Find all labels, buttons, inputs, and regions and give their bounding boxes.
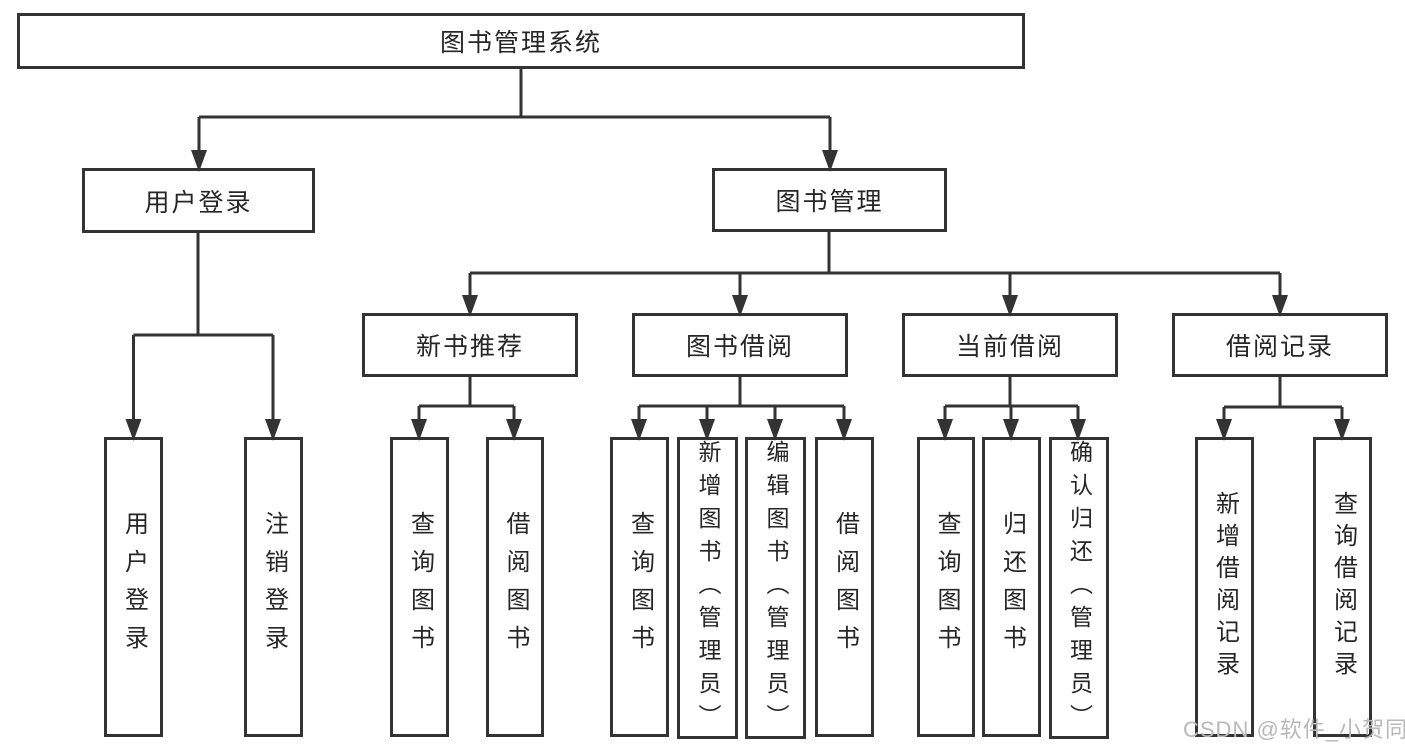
leaf-logout: 注销登录	[244, 437, 303, 737]
leaf-confirm-return-admin: 确认归还（管理员）	[1049, 437, 1109, 739]
edge-book-management-to-level3	[468, 232, 1282, 308]
edge-current-borrow-to-leaves	[943, 377, 1080, 432]
leaf-user-login-label: 用户登录	[120, 511, 148, 663]
leaf-return-books-label: 归还图书	[998, 511, 1026, 663]
leaf-query-books-2: 查询图书	[610, 437, 669, 737]
node-root: 图书管理系统	[17, 13, 1025, 69]
leaf-query-books-2-label: 查询图书	[626, 511, 654, 663]
leaf-edit-books-admin-label: 编辑图书（管理员）	[763, 439, 789, 737]
leaf-edit-books-admin: 编辑图书（管理员）	[745, 437, 806, 739]
leaf-return-books: 归还图书	[982, 437, 1041, 737]
node-user-login-label: 用户登录	[144, 188, 253, 217]
node-user-login: 用户登录	[82, 168, 315, 233]
leaf-add-borrow-record: 新增借阅记录	[1195, 437, 1254, 737]
node-book-management-label: 图书管理	[775, 188, 884, 216]
leaf-logout-label: 注销登录	[260, 511, 288, 663]
node-current-borrow-label: 当前借阅	[955, 333, 1064, 361]
leaf-query-borrow-record: 查询借阅记录	[1313, 437, 1372, 737]
leaf-query-books-1: 查询图书	[390, 437, 449, 737]
leaf-query-borrow-record-label: 查询借阅记录	[1329, 491, 1357, 683]
leaf-query-books-3-label: 查询图书	[933, 511, 960, 663]
watermark: CSDN @软件_小贺同学	[1183, 717, 1405, 742]
edge-root-to-level2	[197, 68, 832, 162]
leaf-query-books-3: 查询图书	[917, 437, 975, 737]
edge-new-book-recommend-to-leaves	[417, 377, 516, 432]
edge-borrow-records-to-leaves	[1222, 377, 1344, 432]
node-book-management: 图书管理	[712, 168, 947, 232]
leaf-user-login: 用户登录	[104, 437, 163, 737]
node-borrow-records-label: 借阅记录	[1225, 333, 1334, 361]
node-borrow-records: 借阅记录	[1172, 313, 1388, 377]
leaf-add-books-admin-label: 新增图书（管理员）	[695, 439, 721, 737]
node-new-book-recommend: 新书推荐	[362, 313, 578, 377]
leaf-confirm-return-admin-label: 确认归还（管理员）	[1066, 439, 1093, 737]
edge-book-borrow-to-leaves	[637, 377, 846, 432]
node-book-borrow-label: 图书借阅	[685, 333, 794, 361]
node-root-label: 图书管理系统	[439, 29, 602, 57]
node-book-borrow: 图书借阅	[632, 313, 848, 377]
leaf-borrow-books-2: 借阅图书	[815, 437, 874, 737]
node-current-borrow: 当前借阅	[902, 313, 1118, 377]
leaf-add-books-admin: 新增图书（管理员）	[677, 437, 738, 739]
leaf-query-books-1-label: 查询图书	[406, 511, 434, 663]
leaf-borrow-books-1-label: 借阅图书	[502, 511, 529, 663]
node-new-book-recommend-label: 新书推荐	[415, 333, 524, 361]
leaf-borrow-books-1: 借阅图书	[486, 437, 544, 737]
edge-user-login-to-leaves	[132, 233, 275, 432]
leaf-add-borrow-record-label: 新增借阅记录	[1211, 491, 1239, 683]
leaf-borrow-books-2-label: 借阅图书	[831, 511, 859, 663]
